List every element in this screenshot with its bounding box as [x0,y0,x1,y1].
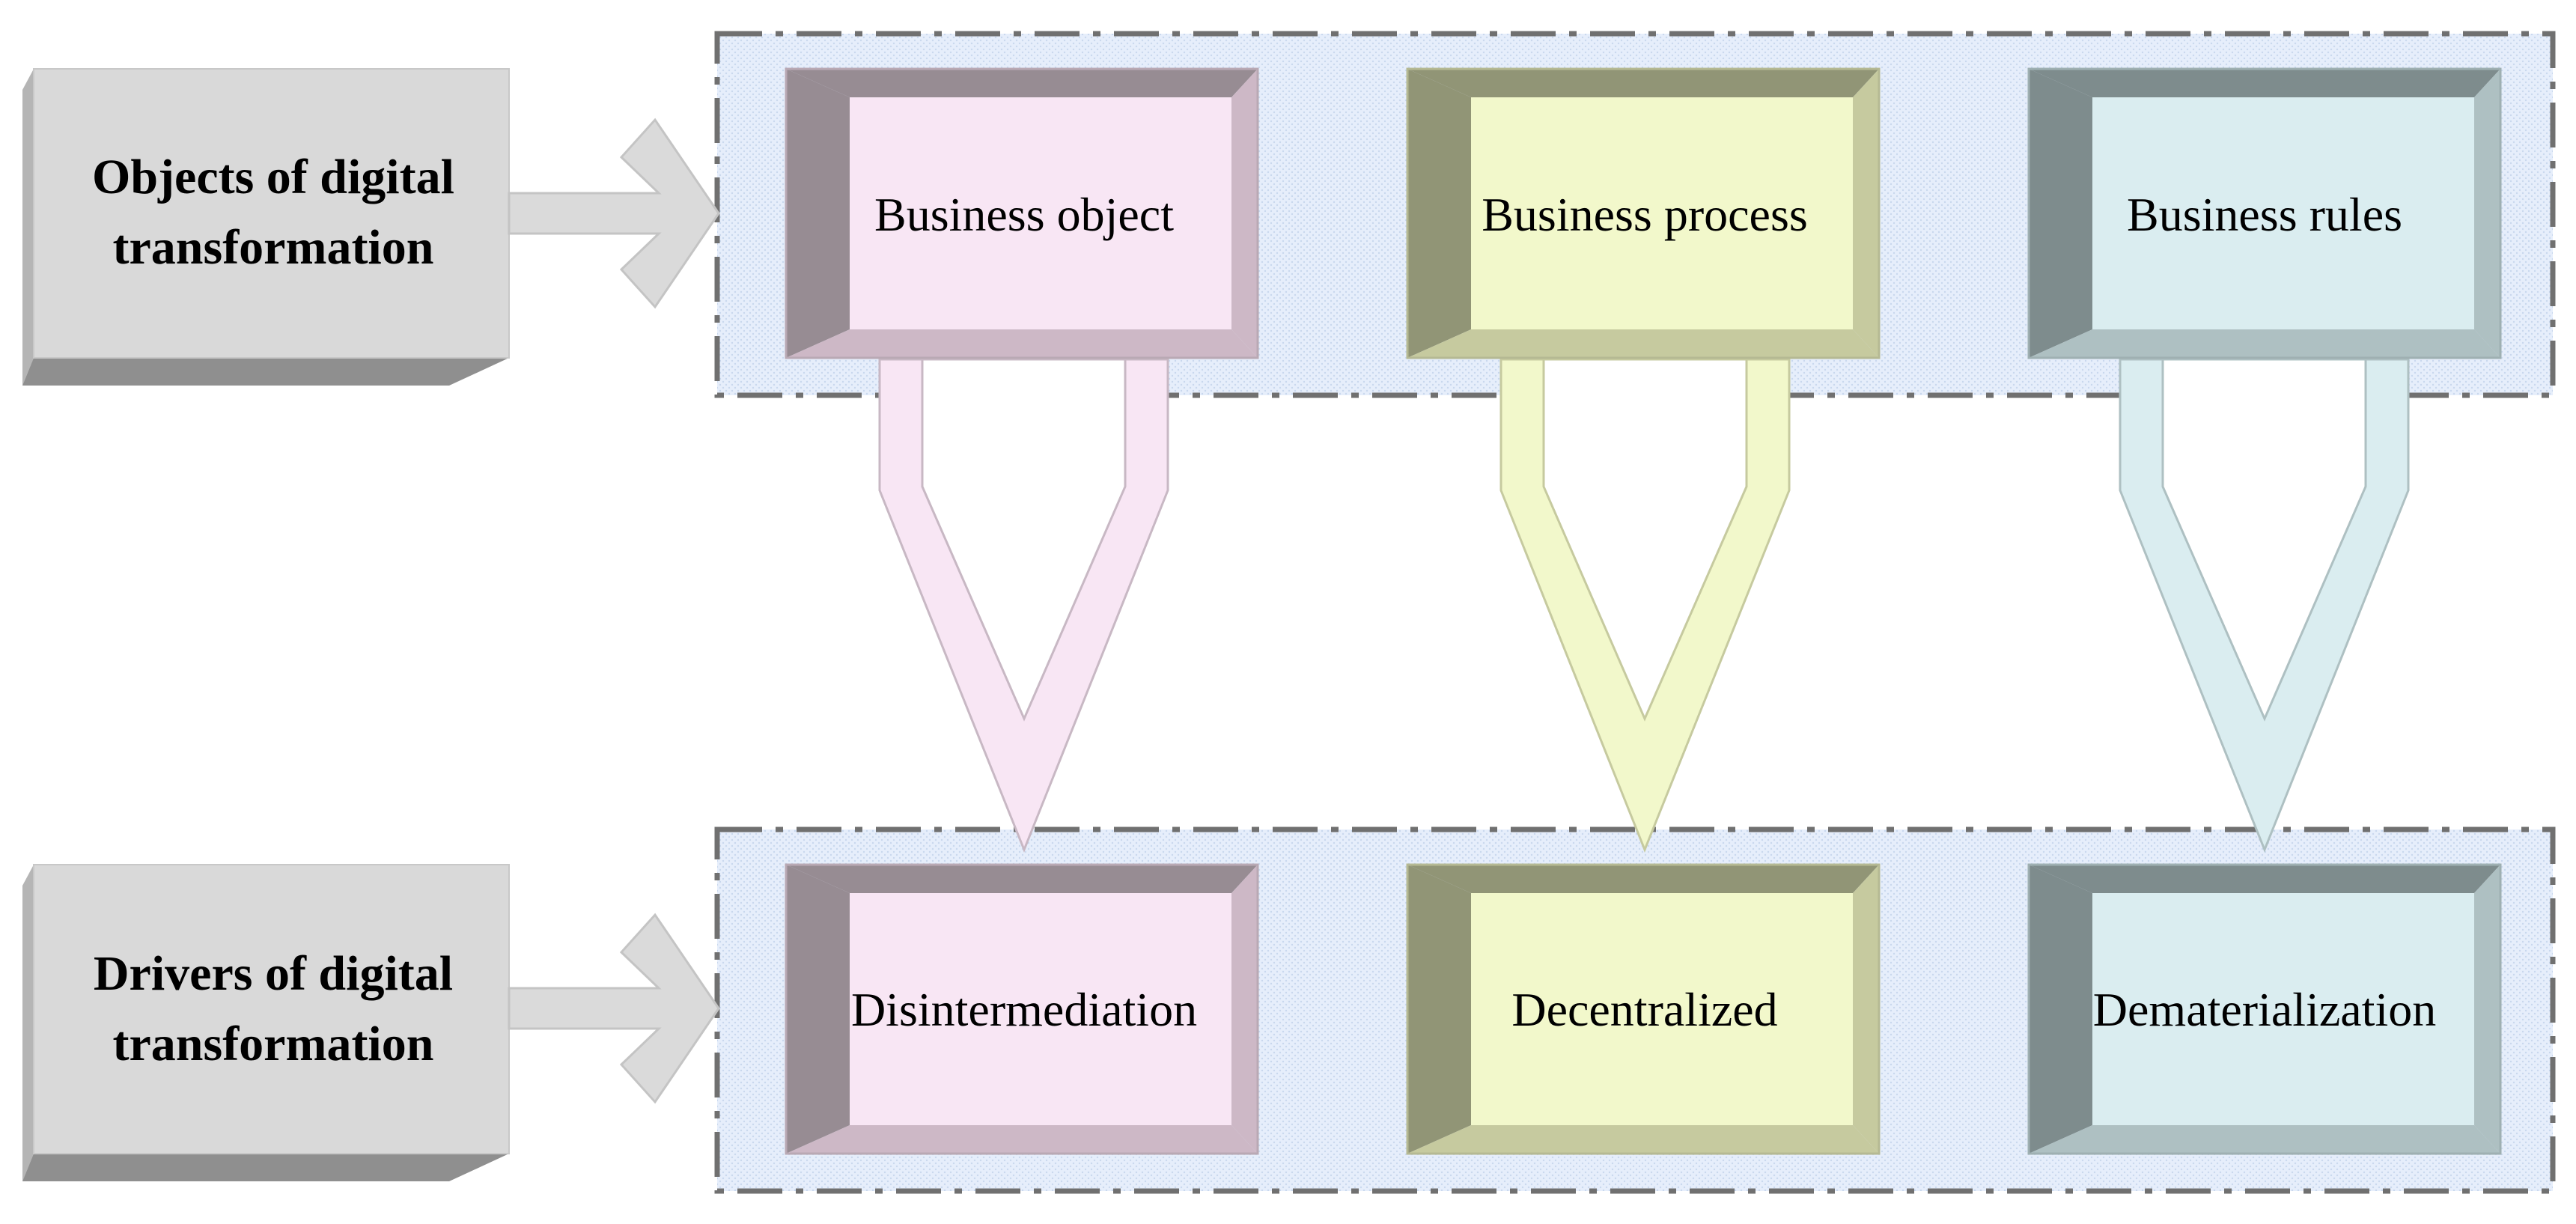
business-object-box [785,67,1259,359]
drivers-label-line1: Drivers of digital [94,946,453,1001]
drivers-arrow [508,913,720,1104]
dematerialization-label: Dematerialization [2093,983,2436,1036]
decentralized-box [1406,863,1881,1155]
objects-label-box [22,68,510,386]
business-object-label: Business object [874,188,1174,241]
business-process-box [1406,67,1881,359]
drivers-label-line2: transformation [113,1017,434,1071]
disintermediation-label: Disintermediation [851,983,1197,1036]
drivers-label-box [22,864,510,1181]
connector-v-business-rules-inner [2161,358,2367,722]
disintermediation-box [785,863,1259,1155]
objects-label-line1: Objects of digital [92,150,454,204]
objects-label-line2: transformation [113,220,434,275]
business-rules-box [2027,67,2502,359]
objects-arrow [508,118,720,309]
dematerialization-box [2027,863,2502,1155]
business-rules-label: Business rules [2127,188,2402,241]
connector-v-business-process-inner [1542,358,1748,722]
decentralized-label: Decentralized [1511,983,1777,1036]
connector-v-business-object-inner [921,358,1127,722]
business-process-label: Business process [1482,188,1808,241]
